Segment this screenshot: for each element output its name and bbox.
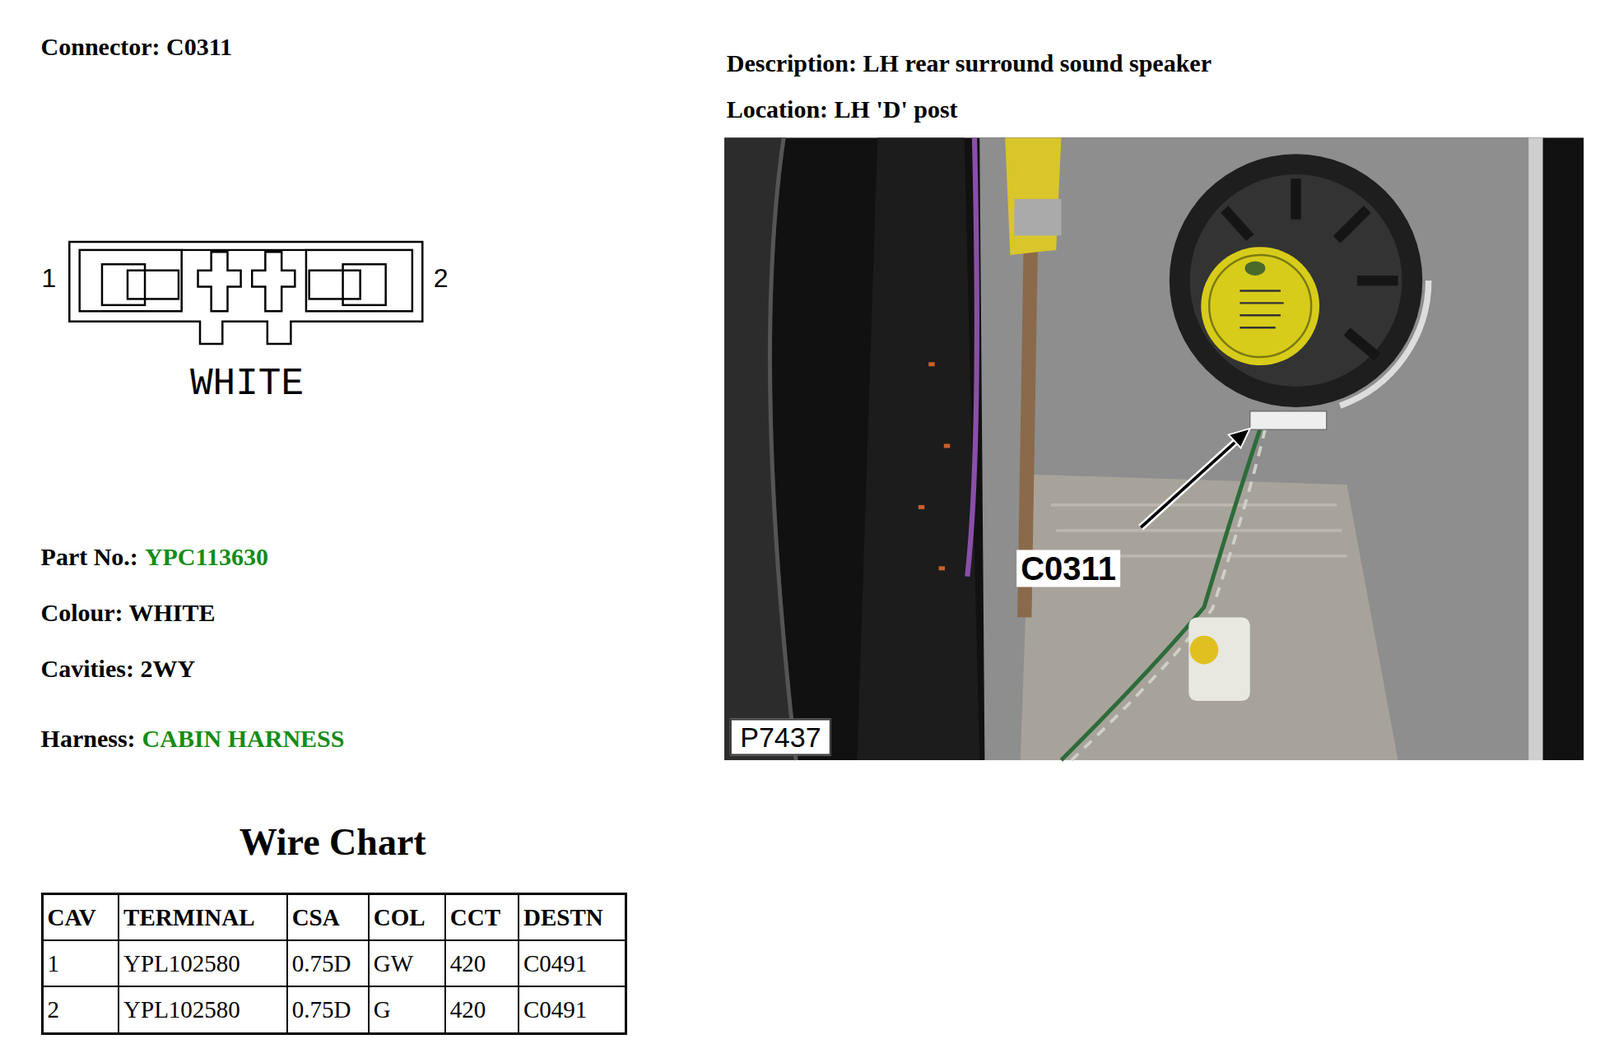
harness-name: CABIN HARNESS [142, 725, 345, 754]
field-name: Harness: [41, 725, 136, 754]
part-number: YPC113630 [144, 543, 269, 572]
cavities-text: Cavities: 2WY [41, 655, 196, 684]
column-header: TERMINAL [123, 904, 256, 931]
cell-value: 420 [450, 996, 487, 1024]
column-header: DESTN [523, 904, 604, 931]
table-cell: 2 [41, 986, 119, 1034]
table-row: 1 YPL102580 0.75D GW 420 C0491 [41, 940, 626, 987]
node-text: C0311 [1020, 549, 1117, 587]
table-cell: YPL102580 [118, 940, 288, 987]
table-cell: CAV [41, 893, 119, 941]
description-text: Description: LH rear surround sound spea… [726, 49, 1212, 78]
table-cell: CCT [445, 893, 519, 941]
cell-value: G [373, 996, 391, 1024]
figure-number: P7437 [730, 719, 831, 757]
location-text: Location: LH 'D' post [726, 95, 959, 124]
cell-value: 0.75D [292, 950, 352, 977]
table-cell: 0.75D [287, 940, 369, 987]
cell-value: 2 [47, 996, 61, 1024]
column-header: CCT [450, 904, 501, 931]
pin-number: 2 [433, 263, 449, 294]
photo [724, 137, 1584, 761]
table-row: 2 YPL102580 0.75D G 420 C0491 [41, 986, 626, 1034]
cell-value: 1 [47, 950, 61, 977]
cell-value: GW [373, 950, 414, 977]
field-name: Part No.: [41, 543, 139, 572]
table-cell: C0491 [518, 986, 626, 1034]
colour-text: Colour: WHITE [41, 599, 216, 628]
table-cell: GW [368, 940, 446, 987]
cell-value: YPL102580 [123, 996, 241, 1024]
table-row: CAV TERMINAL CSA COL CCT DESTN [41, 893, 626, 941]
wire-chart: CAVTERMINALCSACOLCCTDESTN1YPL1025800.75D… [41, 893, 628, 1036]
column-header: CSA [292, 904, 340, 931]
connector-colour: WHITE [190, 362, 304, 406]
table-cell: 420 [445, 940, 519, 987]
table-cell: DESTN [518, 893, 626, 941]
cell-value: C0491 [523, 996, 587, 1024]
cell-value: C0491 [523, 950, 587, 977]
table-cell: 1 [41, 940, 119, 987]
page-heading: Connector: C0311 [41, 32, 233, 61]
cell-value: 420 [450, 950, 487, 977]
column-header: COL [373, 904, 426, 931]
cell-value: YPL102580 [123, 950, 241, 977]
connector-face [69, 241, 423, 345]
table-cell: TERMINAL [118, 893, 288, 941]
table-cell: C0491 [518, 940, 626, 987]
table-cell: COL [368, 893, 446, 941]
table-heading: Wire Chart [239, 819, 427, 864]
node-text: P7437 [739, 721, 821, 754]
callout-label: C0311 [1016, 549, 1121, 587]
table-cell: CSA [287, 893, 369, 941]
table-cell: YPL102580 [118, 986, 288, 1034]
table-cell: 0.75D [287, 986, 369, 1034]
pin-number: 1 [41, 263, 57, 294]
table-cell: 420 [445, 986, 519, 1034]
column-header: CAV [47, 904, 97, 931]
table-cell: G [368, 986, 446, 1034]
cell-value: 0.75D [292, 996, 352, 1024]
